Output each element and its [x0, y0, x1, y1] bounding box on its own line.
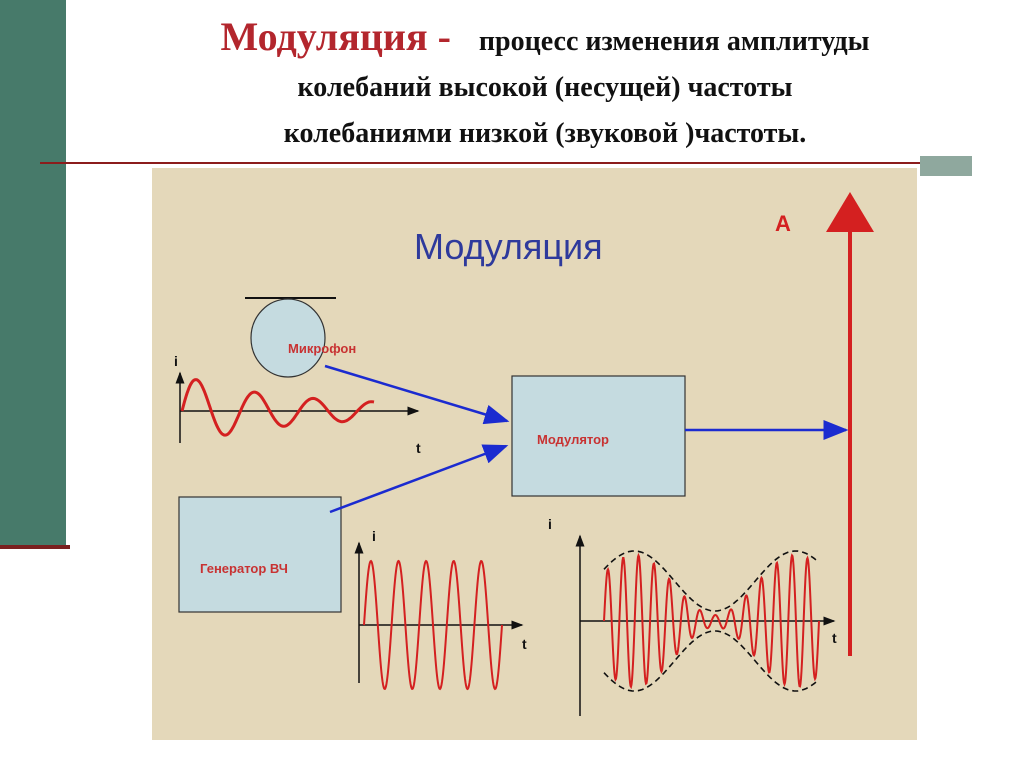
carrier-axis-i-label: i — [372, 528, 376, 544]
title-term: Модуляция - — [220, 14, 451, 59]
sidebar-decoration — [0, 0, 66, 545]
sidebar-underline — [0, 545, 70, 549]
slide-title: Модуляция - процесс изменения амплитуды … — [70, 14, 1020, 157]
envelope-upper — [603, 550, 819, 612]
carrier-axis-t-label: t — [522, 636, 527, 652]
modulated-axis-i-label: i — [548, 516, 552, 532]
modulator-label: Модулятор — [537, 432, 609, 447]
title-line-2: колебаний высокой (несущей) частоты — [297, 72, 793, 103]
title-line-3: колебаниями низкой (звуковой )частоты. — [283, 118, 807, 149]
audio-axis-i-label: i — [174, 353, 178, 369]
audio-axis-t-label: t — [416, 440, 421, 456]
envelope-lower — [603, 630, 819, 692]
modulated-axis-t-label: t — [832, 630, 837, 646]
microphone-to-modulator-arrow — [324, 364, 510, 425]
title-definition-start: процесс изменения амплитуды — [478, 26, 870, 57]
generator-to-modulator-arrow — [329, 444, 509, 514]
audio-signal-wave — [180, 378, 375, 437]
corner-decoration — [920, 156, 972, 176]
amplitude-label: А — [775, 211, 791, 236]
microphone-label: Микрофон — [288, 341, 357, 356]
modulator-block — [511, 375, 686, 497]
modulation-diagram: Модуляция Микрофон Генератор ВЧ Модулято… — [152, 168, 917, 740]
microphone-symbol — [250, 298, 326, 378]
carrier-signal-wave — [363, 559, 503, 691]
title-divider — [40, 162, 972, 164]
generator-block — [178, 496, 342, 613]
diagram-drawing — [175, 192, 874, 716]
modulated-signal-wave — [603, 552, 820, 690]
diagram-heading: Модуляция — [414, 226, 603, 267]
title-line-1: Модуляция - процесс изменения амплитуды — [70, 14, 1020, 65]
generator-label: Генератор ВЧ — [200, 561, 288, 576]
